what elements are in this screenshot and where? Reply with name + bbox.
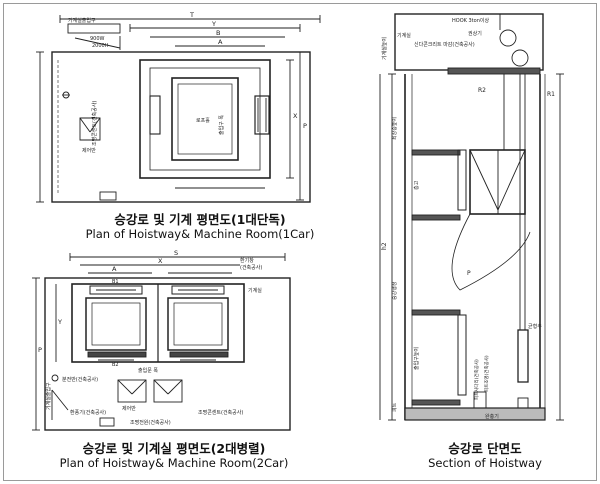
section-travel-label: 승강행정 <box>391 282 398 300</box>
section-h2-label: h2 <box>381 242 388 250</box>
plan2-dim-X: X <box>158 257 163 265</box>
plan2-dim-A: A <box>112 265 117 273</box>
plan2-control-label: 제어반 <box>122 405 136 412</box>
section-landing-label: 출입구높이 <box>413 347 420 370</box>
plan2-fan-label: 환풍기(건축공사) <box>70 409 106 416</box>
plan1-dim-X: X <box>293 112 298 120</box>
plan2-labels: S X A B1 B2 P Y 환기창 (건축공사) 기계실 제어반 분전반(건… <box>38 249 262 426</box>
plan2-pole-label: 분전반(건축공사) <box>62 376 98 383</box>
plan1-car-label: 출입구 폭 <box>218 115 225 135</box>
plan2-title-ko: 승강로 및 기계실 평면도(2대병렬) <box>82 441 266 456</box>
section-buffer-label: 완충기 <box>485 413 499 420</box>
plan2-dim-Y: Y <box>57 318 62 326</box>
outer-frame <box>3 3 597 481</box>
section-drawing <box>379 13 564 421</box>
plan2-light-label: 조명콘센트(건축공사) <box>198 409 243 416</box>
section-car-top-label: 기계실 <box>397 32 411 39</box>
plan1-dim-P: P <box>303 122 307 130</box>
plan1-labels: T Y B A X P 기계실출입구 900W 2000H 출입구 폭 제어반 … <box>68 11 307 154</box>
plan1-dim-B: B <box>216 29 220 37</box>
section-caption: 승강로 단면도 Section of Hoistway <box>405 441 565 470</box>
section-hook-label: HOOK 3ton이상 <box>452 17 489 24</box>
plan2-title-en: Plan of Hoistway& Machine Room(2Car) <box>59 456 289 470</box>
section-floor-h-label: 층고 <box>413 180 420 190</box>
plan1-drawing <box>36 15 321 203</box>
plan2-dim-B2: B2 <box>112 362 119 368</box>
plan2-distributor-label: 조명전원(건축공사) <box>130 419 171 426</box>
plan2-vent2-label: (건축공사) <box>240 264 262 271</box>
plan2-dim-B1: B1 <box>112 279 119 285</box>
section-title-ko: 승강로 단면도 <box>448 441 522 456</box>
plan1-rope-label: 로프홀 <box>196 117 210 124</box>
plan2-caption: 승강로 및 기계실 평면도(2대병렬) Plan of Hoistway& Ma… <box>18 441 330 470</box>
section-cwt-label: 균형추 <box>528 323 542 330</box>
plan1-door-label: 기계실출입구 <box>68 17 96 24</box>
plan1-window-label: 900W <box>90 36 105 42</box>
section-p-label: P <box>467 270 471 277</box>
plan1-window2-label: 2000H <box>92 43 109 49</box>
section-r1-label: R1 <box>547 91 555 98</box>
plan1-title-ko: 승강로 및 기계 평면도(1대단독) <box>114 212 286 227</box>
section-mr-height-label: 기계실높이 <box>381 37 388 60</box>
plan1-control-label: 제어반 <box>82 147 96 154</box>
plan2-vent-label: 환기창 <box>240 257 254 264</box>
section-lamp-label: 피트조명(건축공사) <box>483 355 490 392</box>
plan1-caption: 승강로 및 기계 평면도(1대단독) Plan of Hoistway& Mac… <box>50 212 350 241</box>
plan1-title-en: Plan of Hoistway& Machine Room(1Car) <box>85 227 315 241</box>
section-hoist-label: 권상기 <box>468 30 482 37</box>
plan1-dim-A: A <box>218 38 223 46</box>
section-title-en: Section of Hoistway <box>428 456 542 470</box>
plan2-dim-S: S <box>174 249 178 257</box>
section-pit-label: 피트 <box>391 402 398 412</box>
plan1-light-label: 조명콘센트(건축공사) <box>91 101 98 146</box>
plan1-dim-T: T <box>189 11 194 19</box>
plan2-door-label: 기계실출입구 <box>45 382 52 410</box>
section-labels: HOOK 3ton이상 권상기 신다콘크리트 마감(건축공사) R2 R1 기계… <box>397 17 555 420</box>
plan2-drawing <box>32 253 291 431</box>
section-r2-label: R2 <box>478 87 486 94</box>
section-overhead-label: 최상층높이 <box>391 117 398 140</box>
section-ladder-label: 피트사다리(건축공사) <box>473 359 480 400</box>
plan2-machine-room-label: 기계실 <box>248 287 262 294</box>
plan1-dim-Y: Y <box>211 20 216 28</box>
plan2-dim-P: P <box>38 346 42 354</box>
plan2-entrance-label: 출입문 폭 <box>138 367 158 374</box>
section-slab-label: 신다콘크리트 마감(건축공사) <box>414 41 475 48</box>
